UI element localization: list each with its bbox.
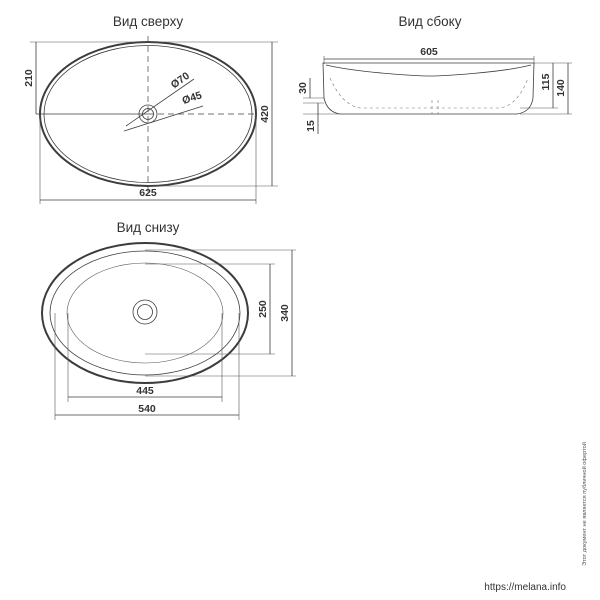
bottom-inner-depth-label: 250 — [257, 300, 269, 318]
bottom-foot-ring — [66, 262, 224, 364]
bottom-outer-rim — [41, 242, 249, 384]
side-length-label: 605 — [420, 46, 438, 58]
top-half-depth-label: 210 — [23, 69, 35, 87]
side-basin-outline — [322, 62, 535, 115]
side-inner-height-label: 115 — [540, 73, 552, 90]
top-drain-inner — [142, 108, 154, 120]
side-view: Вид сбоку 605 115 140 30 15 — [297, 14, 572, 134]
bottom-drain-outer — [132, 299, 158, 325]
side-rim-label: 30 — [297, 82, 309, 94]
disclaimer-text: Этот документ не является публичной офер… — [581, 442, 588, 566]
top-width-label: 625 — [139, 187, 157, 199]
website-link[interactable]: https://melana.info — [484, 582, 566, 593]
side-total-height-label: 140 — [555, 79, 567, 97]
bottom-drain-inner — [137, 304, 153, 320]
side-inner-bowl-hidden-line — [329, 77, 529, 109]
bottom-outer-depth-label: 340 — [279, 304, 291, 322]
bottom-inner-width-label: 445 — [136, 385, 154, 397]
bottom-view-title: Вид снизу — [117, 220, 180, 235]
bottom-base-ring — [49, 250, 241, 376]
drain-45-leader — [123, 105, 204, 132]
bottom-view: Вид снизу 250 340 445 540 — [41, 220, 296, 420]
side-view-title: Вид сбоку — [399, 14, 462, 29]
side-base-label: 15 — [305, 120, 317, 132]
drain-45-label: Ø45 — [181, 89, 204, 107]
side-rim-inner-curve — [325, 64, 532, 77]
top-view-title: Вид сверху — [113, 14, 184, 29]
drain-70-leader — [125, 78, 195, 127]
top-view: Вид сверху Ø70 Ø45 625 420 210 — [23, 14, 278, 204]
bottom-outer-width-label: 540 — [138, 403, 156, 415]
top-depth-label: 420 — [259, 105, 271, 123]
